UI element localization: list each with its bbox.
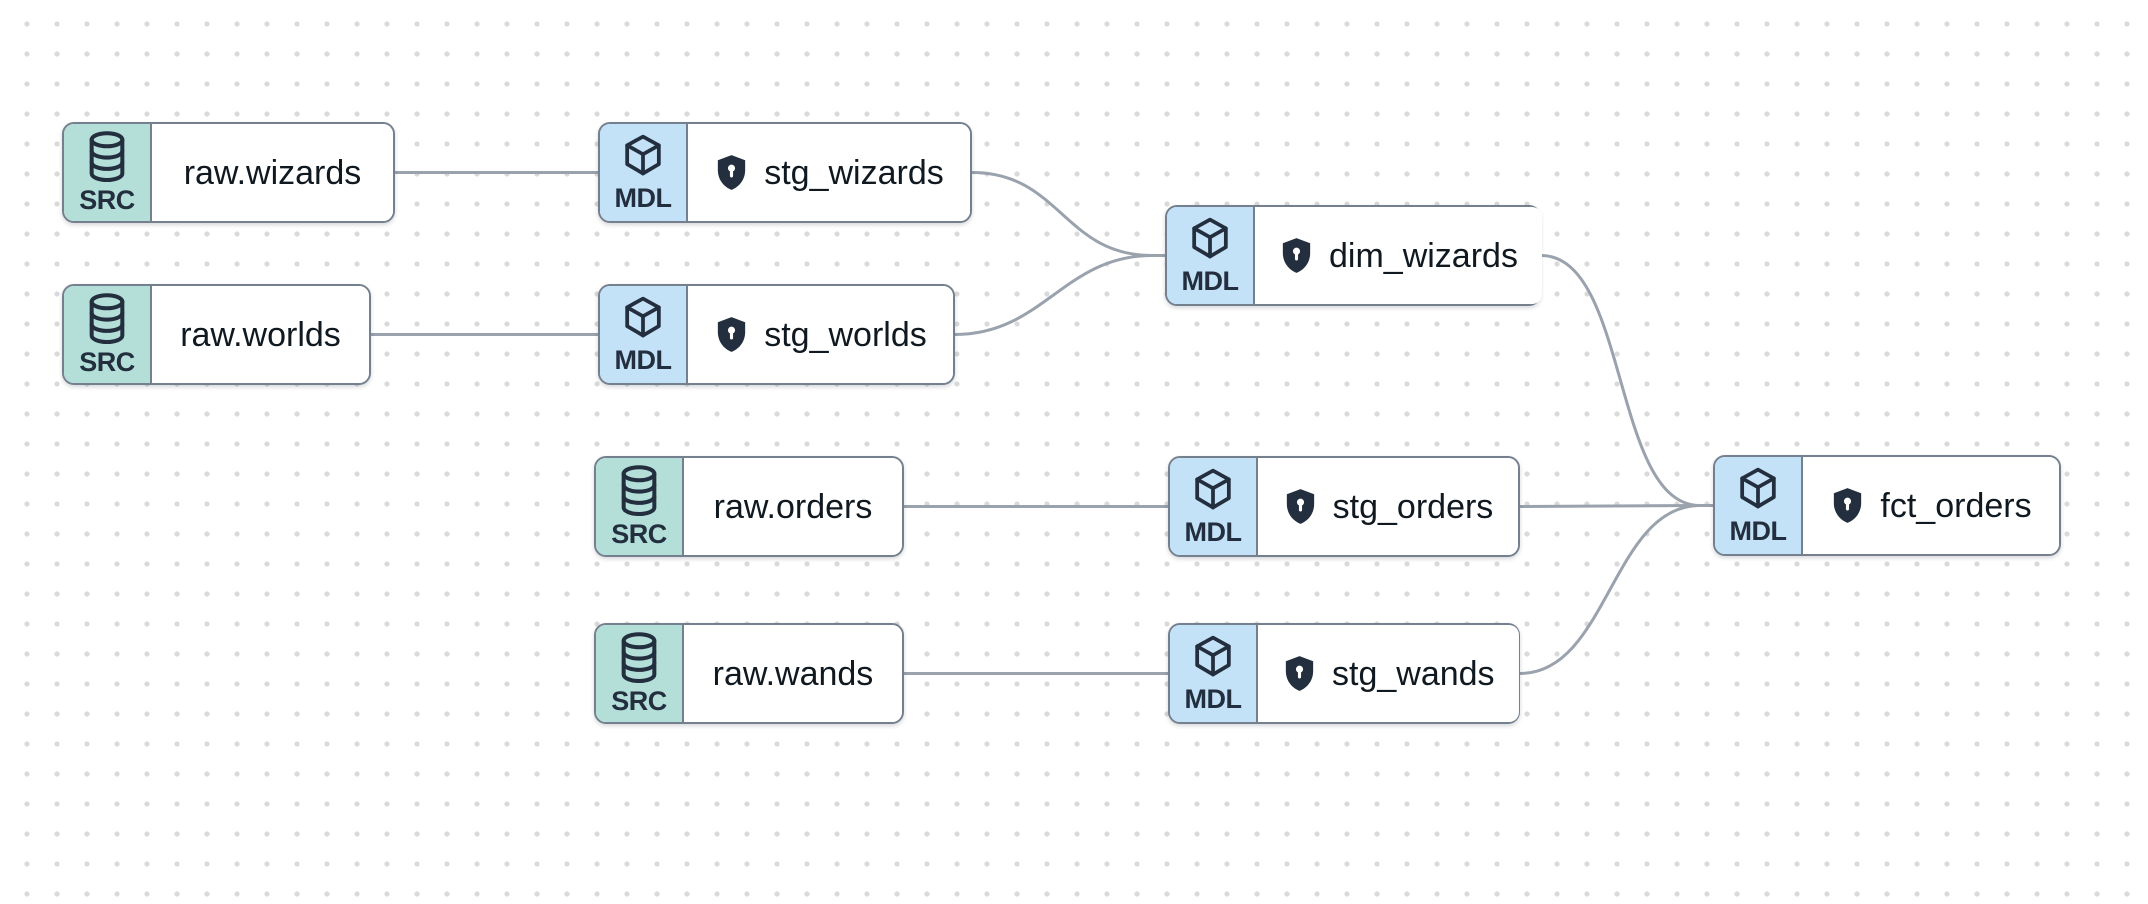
database-icon xyxy=(616,464,662,518)
node-type-label: MDL xyxy=(1181,265,1239,296)
node-type-label: MDL xyxy=(614,344,672,375)
node-type-block: MDL xyxy=(1167,207,1255,304)
edge-stg_wands-fct_orders xyxy=(1518,504,1702,675)
database-icon xyxy=(84,292,130,346)
node-dim-wizards[interactable]: MDL dim_wizards xyxy=(1165,205,1542,306)
edge-stg_wizards-dim_wizards xyxy=(970,171,1154,257)
node-type-label: MDL xyxy=(1184,683,1242,714)
shield-icon xyxy=(1279,237,1314,274)
node-raw-orders[interactable]: SRC raw.orders xyxy=(594,456,904,557)
node-type-block: MDL xyxy=(600,286,688,383)
node-type-block: MDL xyxy=(1170,458,1258,555)
node-type-block: SRC xyxy=(64,124,152,221)
cube-icon xyxy=(1188,633,1238,683)
node-type-label: SRC xyxy=(611,685,667,716)
cube-icon xyxy=(1188,466,1238,516)
cube-icon xyxy=(1733,465,1783,515)
shield-icon xyxy=(1830,487,1865,524)
node-type-label: SRC xyxy=(79,184,135,215)
node-label: stg_wands xyxy=(1332,654,1495,693)
cube-icon xyxy=(1185,215,1235,265)
node-stg-worlds[interactable]: MDL stg_worlds xyxy=(598,284,955,385)
node-label: raw.wands xyxy=(712,654,874,693)
edge-stg_worlds-dim_wizards xyxy=(953,254,1154,336)
node-type-label: MDL xyxy=(1729,515,1787,546)
shield-icon xyxy=(714,154,749,191)
node-label: stg_orders xyxy=(1332,487,1494,526)
node-type-block: MDL xyxy=(1715,457,1803,554)
node-type-block: SRC xyxy=(596,625,684,722)
edge-dim_wizards-fct_orders xyxy=(1539,254,1702,507)
shield-icon xyxy=(714,316,749,353)
node-type-block: SRC xyxy=(596,458,684,555)
node-type-block: MDL xyxy=(600,124,688,221)
node-label: fct_orders xyxy=(1880,486,2032,525)
node-type-label: SRC xyxy=(611,518,667,549)
node-stg-orders[interactable]: MDL stg_orders xyxy=(1168,456,1520,557)
database-icon xyxy=(616,631,662,685)
cube-icon xyxy=(618,294,668,344)
node-type-label: MDL xyxy=(614,182,672,213)
node-label: raw.wizards xyxy=(183,153,362,192)
node-type-label: SRC xyxy=(79,346,135,377)
node-label: raw.worlds xyxy=(180,315,341,354)
shield-icon xyxy=(1283,488,1318,525)
node-type-block: MDL xyxy=(1170,625,1258,722)
node-fct-orders[interactable]: MDL fct_orders xyxy=(1713,455,2061,556)
node-label: stg_wizards xyxy=(764,153,944,192)
node-label: dim_wizards xyxy=(1329,236,1518,275)
node-type-block: SRC xyxy=(64,286,152,383)
node-stg-wizards[interactable]: MDL stg_wizards xyxy=(598,122,972,223)
node-raw-wizards[interactable]: SRC raw.wizards xyxy=(62,122,395,223)
node-raw-worlds[interactable]: SRC raw.worlds xyxy=(62,284,371,385)
shield-icon xyxy=(1282,655,1317,692)
node-label: raw.orders xyxy=(713,487,873,526)
edge-stg_orders-fct_orders xyxy=(1518,504,1702,508)
node-type-label: MDL xyxy=(1184,516,1242,547)
database-icon xyxy=(84,130,130,184)
node-raw-wands[interactable]: SRC raw.wands xyxy=(594,623,904,724)
node-label: stg_worlds xyxy=(764,315,927,354)
cube-icon xyxy=(618,132,668,182)
node-stg-wands[interactable]: MDL stg_wands xyxy=(1168,623,1520,724)
